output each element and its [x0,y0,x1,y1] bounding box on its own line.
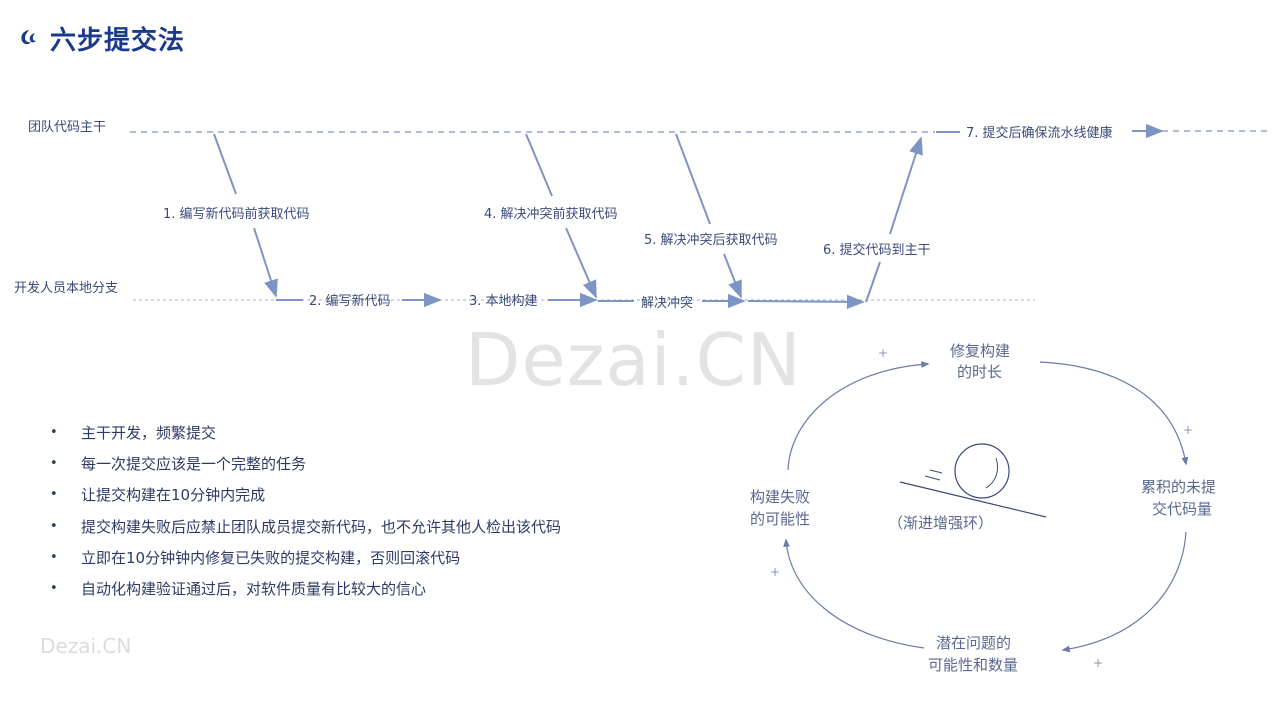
header: 六步提交法 [16,18,185,58]
list-item: 自动化构建验证通过后，对软件质量有比较大的信心 [48,576,561,607]
loop-node-left-line1: 构建失败 [750,488,810,506]
loop-center-caption: （渐进增强环） [888,514,993,532]
lane-label-trunk: 团队代码主干 [28,120,106,135]
list-item: 每一次提交应该是一个完整的任务 [48,451,561,482]
list-item: 立即在10分钟钟内修复已失败的提交构建，否则回滚代码 [48,545,561,576]
loop-arc-top-left [787,361,930,471]
step2-label: 2. 编写新代码 [309,293,391,309]
step4-arrow [525,133,596,297]
commit-flow-diagram: 团队代码主干 开发人员本地分支 1. 编写新代码前获取代码 2. 编写新代码 3… [14,0,1268,330]
list-item: 让提交构建在10分钟内完成 [48,482,561,513]
loop-node-top-line2: 的时长 [957,363,1002,381]
loop-node-right-line2: 交代码量 [1152,500,1212,518]
plus-marker: + [1183,423,1193,437]
loop-node-right-line1: 累积的未提 [1141,478,1216,496]
step3-label: 3. 本地构建 [469,294,538,309]
loop-node-left-line2: 的可能性 [750,510,810,528]
plus-marker: + [878,346,888,360]
plus-marker: + [770,565,780,579]
step1-label: 1. 编写新代码前获取代码 [163,206,310,222]
step4-label: 4. 解决冲突前获取代码 [484,206,618,222]
loop-arc-bottom-left [783,538,925,649]
reinforcing-loop-diagram: 修复构建 的时长 累积的未提 交代码量 潜在问题的 可能性和数量 构建失败 的可… [750,342,1216,674]
lane-label-local: 开发人员本地分支 [14,280,118,296]
step6-arrow [865,138,921,303]
loop-arc-bottom-right [1061,531,1187,653]
page-title: 六步提交法 [50,25,186,56]
ball-on-slope-icon [899,443,1047,518]
step1-arrow [213,133,276,296]
step6-label: 6. 提交代码到主干 [823,242,931,258]
brand-swirl-icon [21,30,36,45]
key-points-list: 主干开发，频繁提交 每一次提交应该是一个完整的任务 让提交构建在10分钟内完成 … [48,420,561,607]
watermark-large: Dezai.CN [465,318,802,402]
step5-label: 5. 解决冲突后获取代码 [644,232,778,248]
resolve-label: 解决冲突 [641,295,693,311]
watermark-small: Dezai.CN [40,634,132,658]
list-item: 主干开发，频繁提交 [48,420,561,451]
loop-node-bottom-line1: 潜在问题的 [936,634,1011,652]
list-item: 提交构建失败后应禁止团队成员提交新代码，也不允许其他人检出该代码 [48,514,561,545]
loop-node-bottom-line2: 可能性和数量 [928,656,1018,674]
step5-arrow [675,133,741,297]
plus-marker: + [1093,656,1103,670]
loop-arc-top-right [1039,361,1189,466]
to-step6-arrow [747,294,865,310]
step7-label: 7. 提交后确保流水线健康 [966,125,1113,141]
loop-node-top-line1: 修复构建 [950,342,1010,360]
